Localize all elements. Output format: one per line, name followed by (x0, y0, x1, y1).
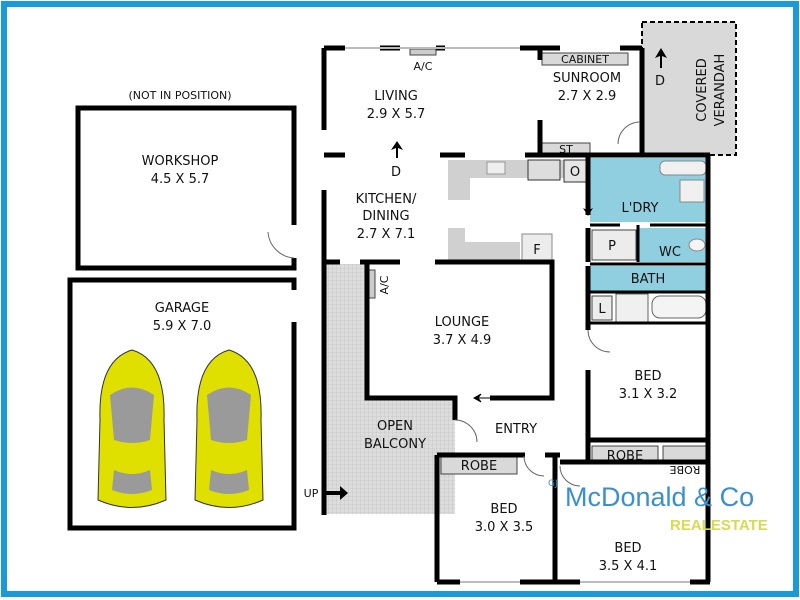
room-size: 3.1 X 3.2 (619, 387, 678, 402)
room-size: 4.5 X 5.7 (151, 172, 210, 187)
shower-icon (615, 293, 649, 323)
stairs-up-label: UP (304, 487, 319, 500)
washer-icon (659, 160, 707, 176)
logo-sub: REALESTATE (670, 517, 768, 534)
car-icon (97, 349, 167, 508)
oven-label: O (570, 165, 580, 180)
arrow-down-icon (583, 192, 593, 216)
bathtub-icon (651, 295, 707, 319)
room-label: BED (614, 541, 641, 556)
ac-unit (368, 269, 376, 299)
watermark-logo: GJ McDonald & Co REALESTATE (548, 479, 768, 534)
logo-prefix: GJ (548, 479, 558, 489)
room-label: VERANDAH (713, 54, 728, 127)
cooktop-icon (527, 159, 561, 181)
robe-label: ROBE (670, 463, 701, 476)
arrow-left-icon (472, 393, 490, 403)
toilet-icon (688, 238, 706, 252)
room-labels: LIVING 2.9 X 5.7 SUNROOM 2.7 X 2.9 KITCH… (356, 71, 681, 574)
room-size: 3.7 X 4.9 (433, 333, 492, 348)
logo-brand: McDonald & Co (565, 482, 754, 512)
room-label: LOUNGE (435, 315, 490, 330)
room-label: BED (634, 369, 661, 384)
pantry-label: P (608, 239, 616, 254)
fridge-label: F (533, 243, 540, 258)
room-label: SUNROOM (553, 71, 621, 86)
covered-verandah: COVERED VERANDAH D (641, 21, 737, 156)
ac-unit (409, 48, 437, 56)
room-label: LIVING (374, 89, 418, 104)
ac-label: A/C (378, 275, 391, 294)
room-size: 2.9 X 5.7 (367, 107, 426, 122)
door-swing (267, 231, 295, 259)
room-label: ENTRY (495, 422, 537, 437)
walls (321, 45, 711, 585)
workshop: (NOT IN POSITION) WORKSHOP 4.5 X 5.7 (75, 89, 297, 271)
room-size: 2.7 X 2.9 (558, 89, 617, 104)
room-label: DINING (362, 209, 409, 224)
room-label: BALCONY (364, 437, 426, 452)
sink-icon (486, 161, 506, 175)
open-balcony (324, 264, 455, 514)
room-size: 3.5 X 4.1 (599, 559, 658, 574)
room-label: WC (659, 245, 681, 260)
tub-sink-icon (679, 179, 705, 203)
room-label: WORKSHOP (142, 154, 219, 169)
arrow-up-icon (655, 48, 667, 68)
car-icon (194, 349, 264, 508)
cabinet-label: CABINET (561, 53, 609, 66)
room-label: COVERED (695, 58, 710, 121)
kitchen-counters: F O (448, 159, 588, 263)
linen-label: L (598, 302, 606, 317)
room-label: BED (490, 502, 517, 517)
garage: GARAGE 5.9 X 7.0 (67, 277, 297, 531)
bath (590, 266, 708, 292)
room-size: 2.7 X 7.1 (357, 227, 416, 242)
arrow-right-icon (325, 486, 348, 500)
door-label: D (655, 74, 665, 89)
room-label: BATH (631, 272, 666, 287)
arrow-up-icon (391, 141, 403, 158)
robe-label: ROBE (461, 459, 497, 474)
room-label: KITCHEN/ (356, 192, 417, 207)
room-size: 5.9 X 7.0 (153, 319, 212, 334)
room-label: OPEN (377, 419, 413, 434)
not-in-position-note: (NOT IN POSITION) (128, 89, 231, 102)
room-label: L'DRY (622, 201, 659, 216)
room-size: 3.0 X 3.5 (475, 520, 534, 535)
door-label: D (391, 165, 401, 180)
room-label: GARAGE (155, 301, 209, 316)
ac-label: A/C (414, 60, 433, 73)
